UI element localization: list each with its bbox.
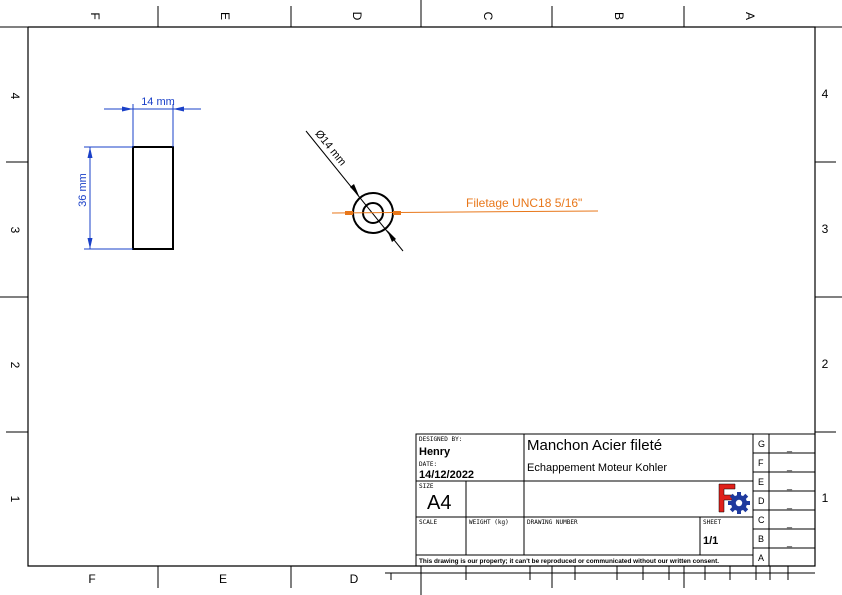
- zone-label-top-c: C: [481, 12, 495, 21]
- zone-label-top-e: E: [218, 12, 232, 20]
- drawing-number-label: DRAWING NUMBER: [527, 519, 578, 526]
- zone-label-right-2: 2: [822, 357, 829, 371]
- property-disclaimer: This drawing is our property; it can't b…: [419, 559, 719, 565]
- thread-note: Filetage UNC18 5/16": [466, 196, 582, 210]
- bottom-zone-ticks: [157, 566, 815, 595]
- revision-letter-b: B: [758, 534, 764, 544]
- drawing-title: Manchon Acier fileté: [527, 437, 662, 454]
- left-zone-ticks: [0, 161, 28, 433]
- designed-by-value: Henry: [419, 446, 451, 458]
- zone-label-top-a: A: [743, 12, 757, 20]
- height-dimension-label: 36 mm: [77, 173, 89, 207]
- sheet-label: SHEET: [703, 519, 721, 526]
- left-zone-labels: 4 3 2 1: [8, 93, 22, 503]
- freecad-logo-icon: [718, 483, 750, 514]
- revision-letter-f: F: [758, 458, 764, 468]
- revision-value-e: _: [786, 480, 793, 490]
- width-dimension-label: 14 mm: [141, 96, 175, 108]
- right-zone-ticks: [815, 161, 842, 433]
- right-zone-labels: 4 3 2 1: [822, 87, 829, 505]
- thread-callout: [331, 210, 599, 215]
- zone-label-left-1: 1: [8, 496, 22, 503]
- revision-letter-d: D: [758, 496, 765, 506]
- revision-value-a: _: [786, 556, 793, 566]
- date-label: DATE:: [419, 461, 437, 468]
- zone-label-right-1: 1: [822, 491, 829, 505]
- title-block: DESIGNED BY: Henry DATE: 14/12/2022 SIZE…: [415, 433, 816, 567]
- revision-value-f: _: [786, 461, 793, 471]
- zone-label-top-d: D: [350, 12, 364, 21]
- part-side-view: [132, 146, 174, 250]
- sheet-value: 1/1: [703, 535, 718, 547]
- revision-letter-a: A: [758, 553, 764, 563]
- zone-label-bottom-f: F: [88, 572, 95, 586]
- diameter-dimension: [305, 130, 404, 252]
- revision-letter-c: C: [758, 515, 765, 525]
- bottom-zone-labels: F E D: [88, 572, 358, 586]
- zone-label-left-3: 3: [8, 227, 22, 234]
- revision-letter-g: G: [758, 439, 765, 449]
- date-value: 14/12/2022: [419, 469, 474, 481]
- scale-label: SCALE: [419, 519, 437, 526]
- revision-value-c: _: [786, 518, 793, 528]
- diameter-dimension-label: Ø14 mm: [312, 128, 348, 168]
- drawing-subtitle: Echappement Moteur Kohler: [527, 462, 667, 474]
- width-dimension: [104, 104, 201, 147]
- zone-label-left-2: 2: [8, 362, 22, 369]
- zone-label-right-4: 4: [822, 87, 829, 101]
- size-value: A4: [427, 492, 451, 514]
- top-zone-labels: F E D C B A: [88, 12, 757, 21]
- revision-value-d: _: [786, 499, 793, 509]
- height-dimension: [84, 146, 133, 250]
- zone-label-top-b: B: [612, 12, 626, 20]
- zone-label-top-f: F: [88, 12, 102, 19]
- zone-label-bottom-d: D: [350, 572, 359, 586]
- zone-label-left-4: 4: [8, 93, 22, 100]
- designed-by-label: DESIGNED BY:: [419, 436, 462, 443]
- size-label: SIZE: [419, 483, 434, 490]
- zone-label-right-3: 3: [822, 222, 829, 236]
- revision-value-g: _: [786, 442, 793, 452]
- top-zone-ticks: [157, 0, 685, 27]
- weight-label: WEIGHT (kg): [469, 519, 509, 526]
- zone-label-bottom-e: E: [219, 572, 227, 586]
- revision-letter-e: E: [758, 477, 764, 487]
- revision-value-b: _: [786, 537, 793, 547]
